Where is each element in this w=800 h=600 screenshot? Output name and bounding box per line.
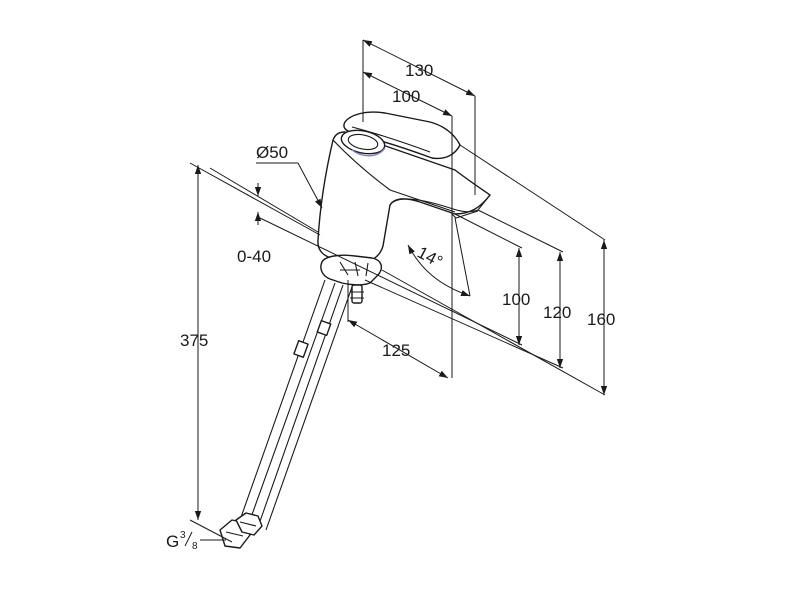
thread-denominator: 8 [192,541,198,552]
dimension-375: 375 [180,162,321,543]
thread-label: G 3 8 [166,530,226,552]
dim-label-0-40: 0-40 [237,247,271,266]
dim-label-130: 130 [405,61,433,80]
dim-label-diameter-50: Ø50 [256,143,288,162]
dim-label-100-top: 100 [392,87,420,106]
thread-prefix: G [166,532,179,551]
dimension-angle-14: 14° [407,217,471,297]
dimension-160: 160 [587,240,615,395]
dimension-diameter-50: Ø50 [256,143,323,209]
dimension-125: 125 [347,280,449,379]
dim-label-160: 160 [587,310,615,329]
hose-connectors [219,512,263,549]
dim-label-125: 125 [382,341,410,360]
dim-label-angle-14: 14° [414,243,446,272]
dimension-100-right: 100 [502,248,530,345]
dim-label-120: 120 [543,303,571,322]
faucet-body [317,131,491,263]
supply-hoses [239,279,353,531]
extension-lines [209,144,606,396]
dim-label-375: 375 [180,331,208,350]
thread-numerator: 3 [180,530,186,541]
aerator-ring [340,129,386,157]
dimension-0-40: 0-40 [237,183,271,266]
dimension-120: 120 [543,252,571,368]
dim-label-100-right: 100 [502,290,530,309]
